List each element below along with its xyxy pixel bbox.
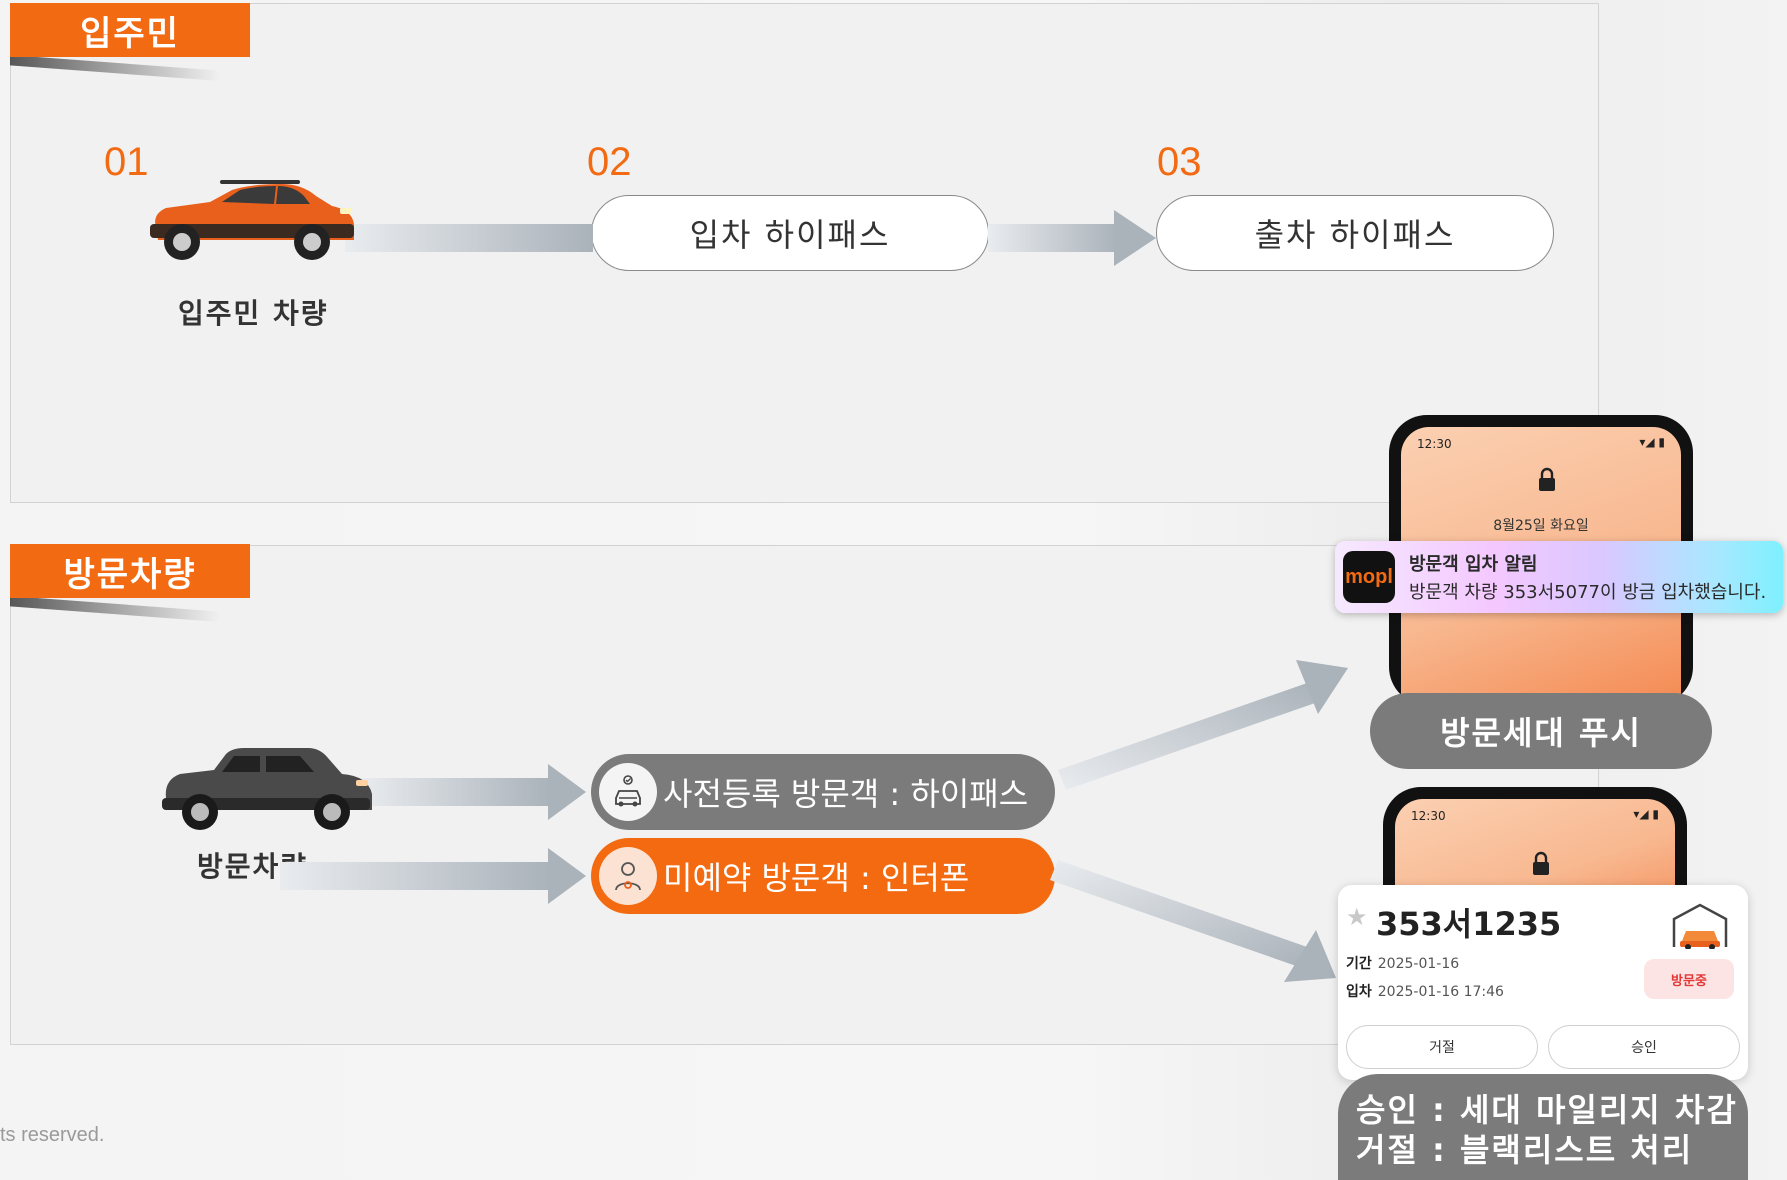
visitor-car-icon <box>162 748 372 830</box>
status-badge: 방문중 <box>1644 959 1734 999</box>
preregistered-visitor-pill: 사전등록 방문객 : 하이패스 <box>591 754 1055 830</box>
visitor-approval-card: ★ 353서1235 기간 2025-01-16 입차 2025-01-16 17:… <box>1338 885 1748 1080</box>
entry-value: 2025-01-16 17:46 <box>1377 984 1504 1000</box>
step-number-01: 01 <box>104 140 149 184</box>
status-icons: ▾◢ ▮ <box>1633 807 1659 821</box>
period-row: 기간 2025-01-16 <box>1346 953 1459 973</box>
step-number-03: 03 <box>1157 140 1202 184</box>
garage-car-icon <box>1672 903 1728 949</box>
resident-vehicle-label: 입주민 차량 <box>178 297 329 330</box>
exit-hipass-pill: 출차 하이패스 <box>1156 195 1554 271</box>
approval-caption: 승인 : 세대 마일리지 차감 거절 : 블랙리스트 처리 <box>1338 1074 1748 1180</box>
arrow-visitor-to-unreserved <box>280 848 586 904</box>
arrow-visitor-to-preregistered <box>360 764 586 820</box>
notification-body: 방문객 차량 353서5077이 방금 입차했습니다. <box>1409 582 1767 603</box>
status-icons: ▾◢ ▮ <box>1639 435 1665 449</box>
visitor-section-tab: 방문차량 <box>10 544 250 598</box>
entry-label: 입차 <box>1346 984 1372 1000</box>
arrow-unreserved-to-approval <box>1050 860 1336 982</box>
lock-icon <box>1539 467 1555 491</box>
approve-button[interactable]: 승인 <box>1548 1025 1740 1069</box>
arrow-entry-to-exit <box>988 210 1156 266</box>
step-number-02: 02 <box>587 140 632 184</box>
lock-icon <box>1533 851 1549 875</box>
period-label: 기간 <box>1346 956 1372 972</box>
arrow-car-to-entry <box>345 224 593 252</box>
person-intercom-icon <box>599 847 657 905</box>
unreserved-visitor-label: 미예약 방문객 : 인터폰 <box>663 859 970 897</box>
footer-copyright: ts reserved. <box>0 1124 105 1146</box>
entry-hipass-pill: 입차 하이패스 <box>591 195 989 271</box>
resident-section-tab: 입주민 <box>10 3 250 57</box>
approval-phone-time: 12:30 <box>1411 809 1446 823</box>
entry-row: 입차 2025-01-16 17:46 <box>1346 981 1504 1001</box>
approval-caption-line1: 승인 : 세대 마일리지 차감 <box>1356 1091 1738 1129</box>
visitor-entry-notification[interactable]: mopl 방문객 입차 알림 방문객 차량 353서5077이 방금 입차했습니… <box>1335 541 1783 613</box>
unreserved-visitor-pill: 미예약 방문객 : 인터폰 <box>591 838 1055 914</box>
mopl-app-icon: mopl <box>1343 551 1395 603</box>
approval-caption-line2: 거절 : 블랙리스트 처리 <box>1356 1131 1694 1169</box>
push-caption: 방문세대 푸시 <box>1370 693 1712 769</box>
reject-button[interactable]: 거절 <box>1346 1025 1538 1069</box>
period-value: 2025-01-16 <box>1377 956 1460 972</box>
notification-title: 방문객 입차 알림 <box>1409 554 1538 575</box>
star-icon[interactable]: ★ <box>1346 903 1368 931</box>
preregistered-visitor-label: 사전등록 방문객 : 하이패스 <box>663 775 1029 813</box>
vehicle-plate: 353서1235 <box>1376 905 1562 943</box>
car-check-icon <box>599 763 657 821</box>
resident-car-icon <box>150 180 354 260</box>
push-phone-date: 8월25일 화요일 <box>1493 518 1589 534</box>
arrow-preregistered-to-push <box>1058 660 1348 790</box>
push-phone-time: 12:30 <box>1417 437 1452 451</box>
